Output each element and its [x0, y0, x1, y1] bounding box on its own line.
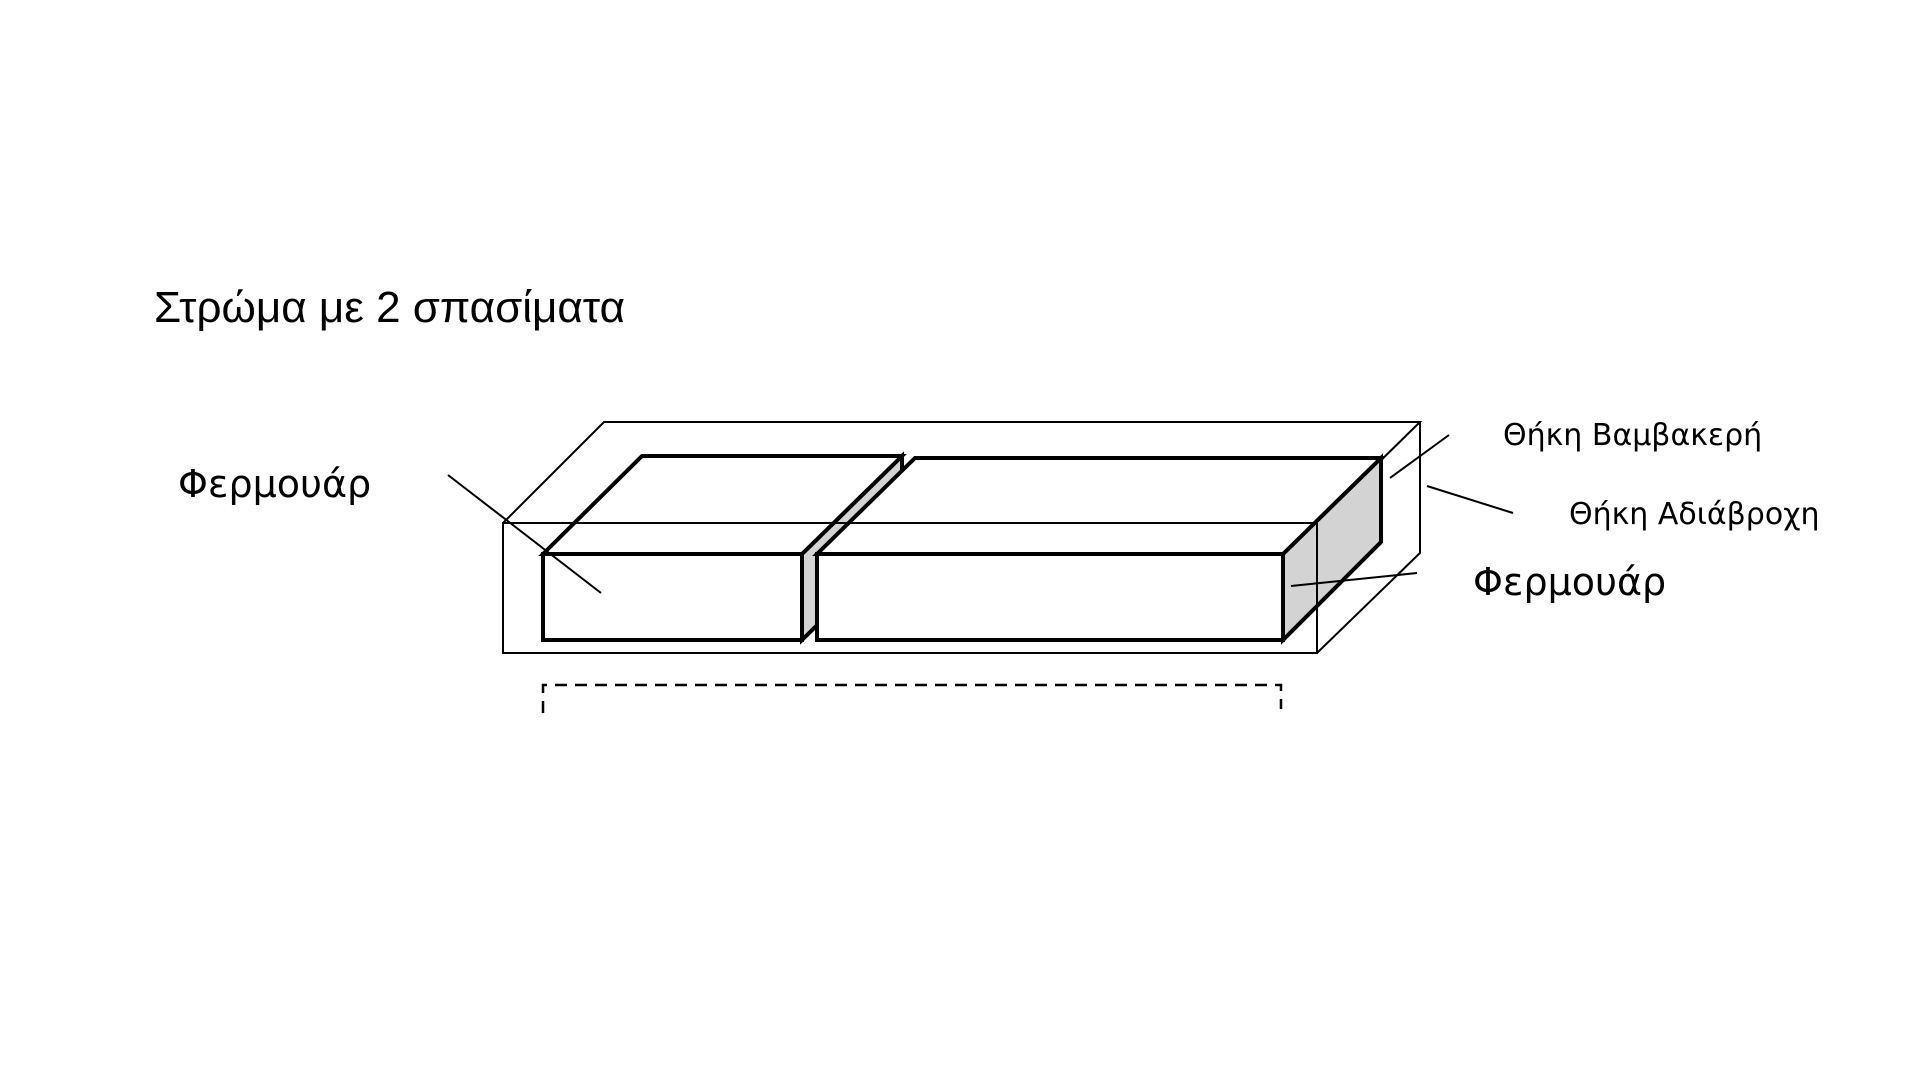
right-section-front-face — [815, 552, 1285, 642]
label-cover-waterproof: Θήκη Αδιάβροχη — [1569, 497, 1820, 532]
leader-lines — [447, 434, 1514, 594]
leader-zipper-left — [447, 474, 602, 594]
left-section-front-face — [541, 552, 804, 642]
mattress-section-right — [812, 453, 1386, 645]
label-zipper-right: Φερμουάρ — [1473, 560, 1667, 604]
right-section-top-face — [812, 456, 1386, 556]
label-zipper-left: Φερμουάρ — [178, 462, 372, 506]
leader-zipper-right — [1290, 572, 1418, 587]
dimension-bracket — [541, 683, 1283, 713]
outer-cover-right-edges — [1316, 422, 1421, 654]
leader-cover-waterproof — [1426, 485, 1514, 514]
diagram-title: Στρώμα με 2 σπασίματα — [154, 283, 626, 332]
leader-cover-cotton — [1389, 434, 1450, 479]
outer-cover-overlay — [503, 522, 1318, 653]
mattress-section-left — [538, 451, 907, 645]
label-cover-cotton: Θήκη Βαμβακερή — [1503, 418, 1763, 453]
